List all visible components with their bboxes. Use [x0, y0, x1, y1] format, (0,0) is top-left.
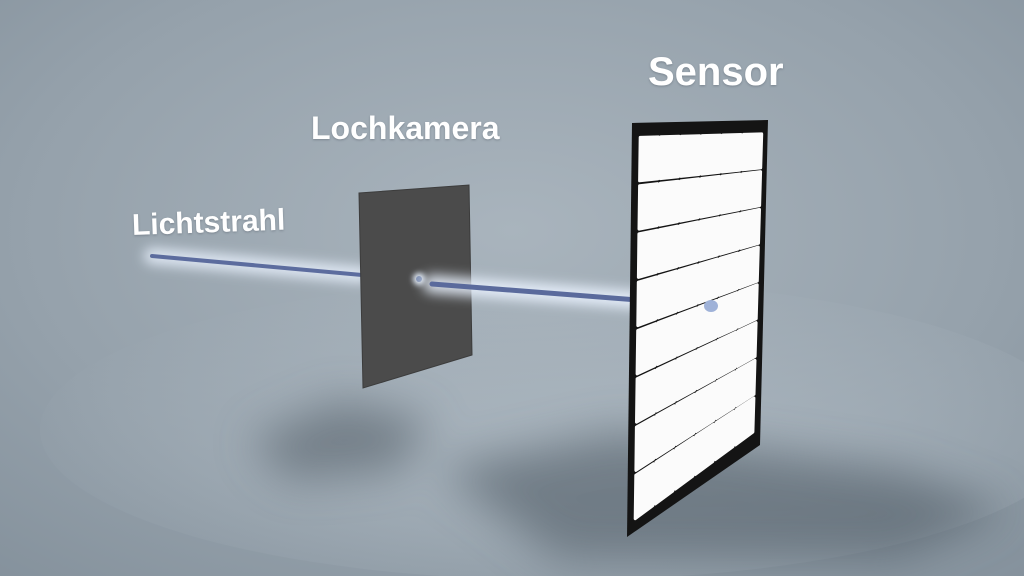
label-light-beam: Lichtstrahl [131, 203, 286, 242]
sensor-cell [656, 269, 679, 320]
sensor-cell [713, 409, 736, 462]
label-sensor: Sensor [648, 50, 784, 94]
light-beam-incoming [144, 248, 370, 283]
sensor-beam-spot [704, 300, 718, 312]
sensor-cell [658, 134, 681, 181]
sensor-cell [719, 172, 742, 215]
sensor-cell [635, 368, 657, 424]
sensor-cell [699, 133, 722, 176]
sensor-cell [674, 392, 696, 446]
sensor-cell [657, 224, 679, 274]
sensor-cell [636, 228, 659, 279]
sensor-cell [718, 212, 741, 256]
sensor-cell [635, 322, 658, 376]
sensor-cell [715, 330, 738, 379]
sensor-shadow [440, 430, 1010, 560]
sensor-cell [673, 435, 696, 491]
sensor-cell [676, 263, 699, 312]
sensor-cell [693, 422, 716, 476]
sensor-cell [634, 415, 656, 472]
pinhole-plate-face [359, 185, 472, 388]
sensor-cell [637, 182, 660, 231]
sensor-cell [638, 135, 660, 183]
sensor-cell [714, 370, 737, 421]
sensor-cell [699, 174, 721, 219]
sensor-cell [695, 340, 718, 391]
sensor-cell [697, 257, 719, 305]
sensor-cell [694, 381, 717, 434]
sensor-cell [740, 170, 763, 211]
pinhole [416, 276, 422, 282]
label-pinhole-camera: Lochkamera [311, 110, 500, 146]
sensor-cell [741, 132, 764, 172]
sensor-cell [734, 358, 757, 408]
sensor-cell [658, 179, 680, 227]
sensor-cell [633, 462, 655, 521]
sensor-cell [717, 251, 740, 297]
sensor-cell [675, 349, 697, 402]
sensor-cell [676, 306, 698, 357]
sensor-cell [737, 245, 760, 290]
sensor-cell [735, 321, 758, 368]
sensor-cell [736, 283, 759, 329]
sensor-cell [679, 134, 702, 178]
sensor-cell [698, 216, 720, 262]
sensor-cell [720, 133, 743, 174]
pinhole-shadow [250, 400, 430, 480]
sensor-cell [636, 275, 658, 328]
sensor-cell [677, 220, 700, 268]
sensor-panel [627, 120, 768, 537]
sensor-cell [653, 449, 675, 506]
sensor-cell [655, 314, 678, 366]
sensor-cell [716, 291, 739, 338]
floor-shadows [250, 400, 1010, 560]
sensor-cell [739, 207, 761, 250]
pinhole-plate [358, 184, 473, 389]
sensor-cell [733, 396, 756, 447]
sensor-cell [655, 359, 677, 413]
sensor-cell [678, 177, 701, 223]
sensor-cell [654, 404, 676, 459]
